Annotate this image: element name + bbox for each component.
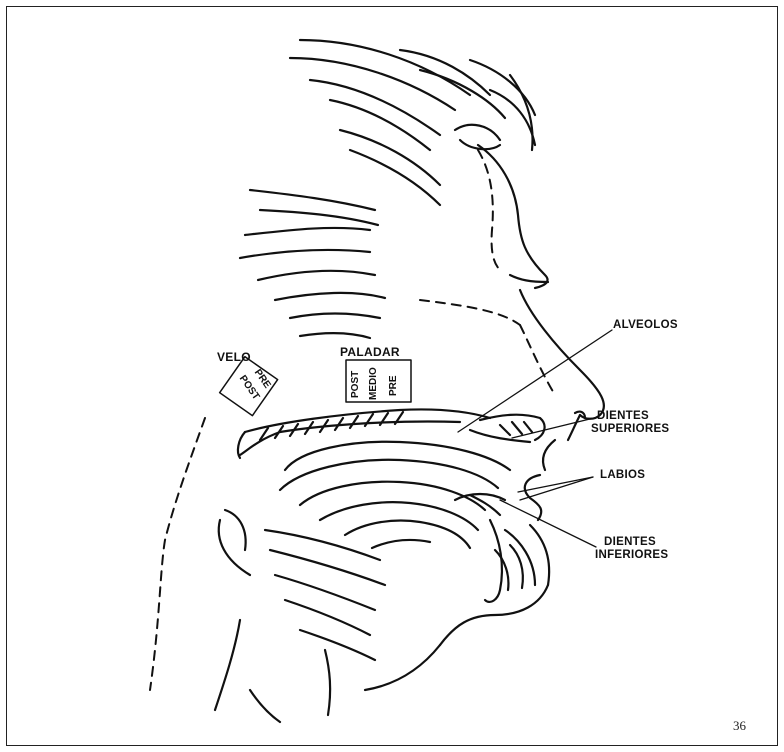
label-dientes-superiores-1: DIENTES — [597, 411, 649, 423]
dashed-guide-lines — [150, 150, 555, 690]
label-paladar-post: POST — [351, 371, 361, 398]
label-alveolos: ALVEOLOS — [613, 320, 678, 332]
lower-jaw — [485, 520, 535, 602]
label-dientes-inferiores-1: DIENTES — [604, 537, 656, 549]
label-dientes-inferiores-2: INFERIORES — [595, 550, 668, 562]
head-strands — [240, 190, 385, 338]
label-paladar: PALADAR — [340, 346, 400, 358]
label-velo: VELO — [217, 351, 251, 363]
label-dientes-superiores-2: SUPERIORES — [591, 424, 669, 436]
page-number: 36 — [733, 718, 746, 734]
pointer-lines — [458, 330, 612, 547]
palate-shelf — [238, 409, 490, 458]
neck-strands — [215, 510, 385, 722]
tongue — [280, 442, 510, 548]
label-paladar-pre: PRE — [389, 375, 399, 396]
label-labios: LABIOS — [600, 470, 645, 482]
hair-strands — [290, 40, 535, 205]
label-paladar-medio: MEDIO — [369, 367, 379, 400]
